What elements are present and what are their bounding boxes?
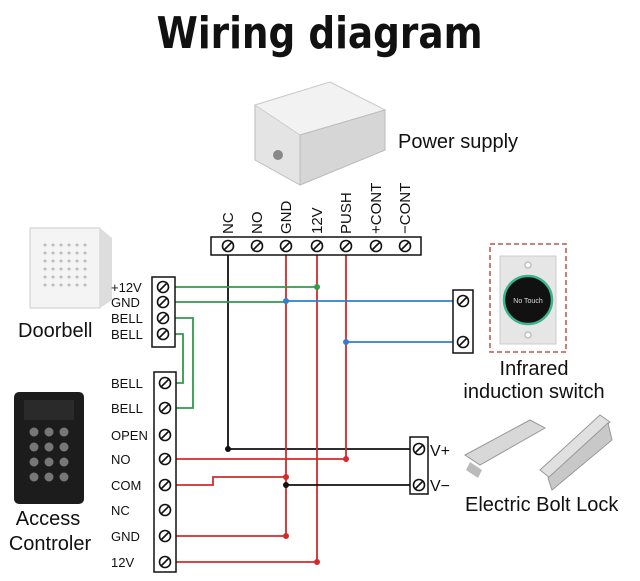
access-terminal-label: GND [111,529,140,544]
terminal-screw [310,239,324,253]
keypad-key [59,427,69,437]
access-terminal-label: OPEN [111,428,148,443]
wire-bell-2 [169,333,184,384]
keypad-key [59,472,69,482]
power-supply-terminal-label: NC [220,212,237,234]
terminal-screw [456,294,470,308]
terminal-screw [369,239,383,253]
power-supply-terminal-label: 12V [309,207,326,234]
terminal-screw [398,239,412,253]
terminal-screw [158,529,172,543]
wire-push-to-access-no [171,252,347,460]
access-terminal-label: COM [111,478,141,493]
terminal-screw [412,442,426,456]
access-controller-label-1: Access [16,508,80,530]
terminal-screw [158,503,172,517]
terminal-screw [221,239,235,253]
terminal-screw [279,239,293,253]
access-terminal-label: BELL [111,376,143,391]
power-supply-terminal-label: −CONT [397,183,414,234]
bolt-lock-image [464,414,613,491]
keypad-key [44,457,54,467]
power-supply-terminal-label: NO [249,212,266,235]
access-terminal-label: BELL [111,401,143,416]
infrared-button-text: No Touch [513,298,543,305]
power-supply-terminal-label: GND [278,201,295,235]
keypad-key [29,457,39,467]
doorbell-terminal-label: BELL [111,327,143,342]
terminal-screw [156,311,170,325]
access-terminal-label: 12V [111,555,134,570]
wire-bell-1 [169,317,194,409]
terminal-screw [158,452,172,466]
power-supply-label: Power supply [398,131,518,153]
access-terminal-block [153,371,177,573]
junction-dot [283,482,289,488]
terminal-screw [156,295,170,309]
junction-dot [314,559,320,565]
keypad-key [29,442,39,452]
doorbell-terminal-label: BELL [111,311,143,326]
doorbell-image [29,227,112,309]
keypad-key [59,457,69,467]
keypad-key [44,427,54,437]
power-supply-image [253,81,387,186]
junction-dot [283,298,289,304]
keypad-key [44,472,54,482]
terminal-screw [250,239,264,253]
terminal-screw [158,478,172,492]
access-controller-label-2: Controler [9,533,92,555]
keypad-key [44,442,54,452]
keypad-key [29,427,39,437]
terminal-screw [339,239,353,253]
doorbell-terminal-label: +12V [111,280,142,295]
diagram-title: Wiring diagram [157,7,483,59]
lock-terminal-v-minus: V− [430,478,450,495]
junction-dot [225,446,231,452]
power-supply-terminal-label: +CONT [368,183,385,234]
terminal-screw [456,335,470,349]
junction-dot [314,284,320,290]
doorbell-terminal-label: GND [111,295,140,310]
infrared-switch-image [499,255,557,345]
terminal-screw [158,376,172,390]
junction-dot [283,474,289,480]
keypad-key [29,472,39,482]
terminal-screw [156,327,170,341]
wire-nc-to-lock-vplus [227,252,414,450]
junction-dot [343,456,349,462]
terminal-screw [158,428,172,442]
junction-dot [343,339,349,345]
junction-dot [283,533,289,539]
lock-label: Electric Bolt Lock [465,494,619,516]
infrared-switch-frame [489,243,567,353]
wire-com-to-gnd [171,476,286,486]
terminal-screw [412,478,426,492]
terminal-screw [158,401,172,415]
access-controller-image [14,392,84,504]
lock-terminal-v-plus: V+ [430,443,450,460]
terminal-screw [156,280,170,294]
power-supply-terminal-label: PUSH [338,192,355,234]
infrared-label-1: Infrared [500,358,569,380]
infrared-terminal-block [452,289,474,354]
terminal-screw [158,555,172,569]
access-terminal-label: NO [111,452,131,467]
doorbell-label: Doorbell [18,320,92,342]
infrared-label-2: induction switch [463,381,604,403]
access-terminal-label: NC [111,503,130,518]
keypad-key [59,442,69,452]
